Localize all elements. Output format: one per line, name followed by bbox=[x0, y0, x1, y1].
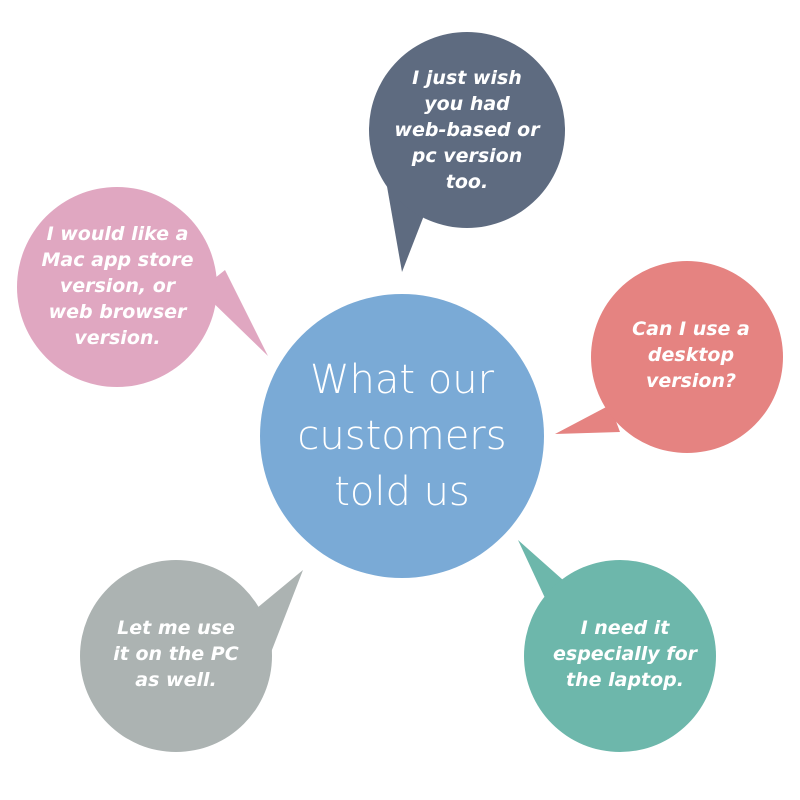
left-quote: I would like a Mac app store version, or… bbox=[30, 218, 205, 354]
bottom-right-quote-text: I need it especially for the laptop. bbox=[553, 617, 697, 691]
center-title-text: What our customers told us bbox=[297, 357, 507, 515]
right-quote-text: Can I use a desktop version? bbox=[632, 318, 750, 392]
center-circle bbox=[260, 294, 544, 578]
bottom-left-quote-text: Let me use it on the PC as well. bbox=[113, 617, 239, 691]
top-speech-bubble bbox=[369, 32, 565, 272]
bottom-right-speech-bubble bbox=[518, 540, 716, 752]
right-quote: Can I use a desktop version? bbox=[606, 313, 776, 397]
top-quote-text: I just wish you had web-based or pc vers… bbox=[394, 67, 540, 193]
top-quote: I just wish you had web-based or pc vers… bbox=[382, 62, 552, 198]
bottom-right-quote: I need it especially for the laptop. bbox=[540, 612, 710, 696]
left-quote-text: I would like a Mac app store version, or… bbox=[41, 223, 194, 349]
center-title: What our customers told us bbox=[262, 296, 542, 576]
bottom-left-speech-bubble bbox=[80, 560, 303, 752]
left-speech-bubble bbox=[17, 187, 268, 387]
right-speech-bubble bbox=[555, 261, 783, 453]
bottom-left-quote: Let me use it on the PC as well. bbox=[96, 612, 256, 696]
